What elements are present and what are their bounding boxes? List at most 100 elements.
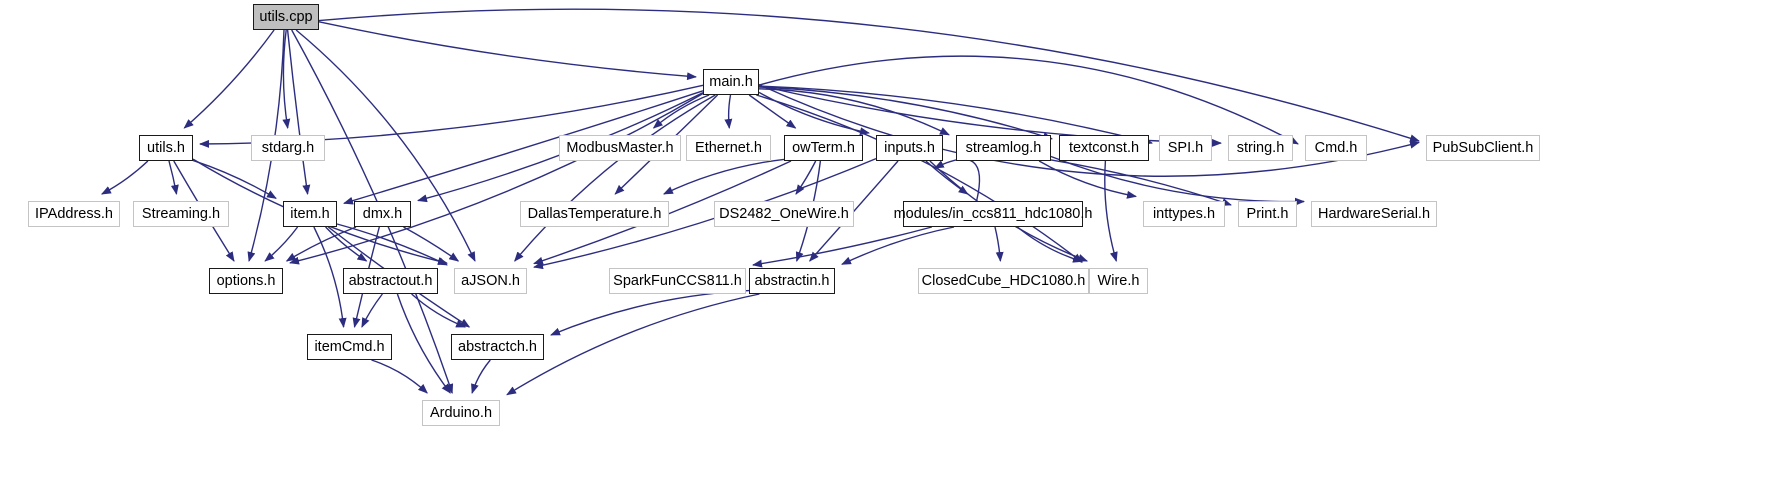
- graph-node-inputs-h[interactable]: inputs.h: [876, 135, 943, 161]
- graph-node-utils-h[interactable]: utils.h: [139, 135, 193, 161]
- graph-node-label: modules/in_ccs811_hdc1080.h: [893, 205, 1093, 222]
- graph-node-label: DallasTemperature.h: [527, 205, 662, 222]
- graph-node-options-h[interactable]: options.h: [209, 268, 283, 294]
- graph-edge-main-h-to-options-h: [289, 92, 704, 265]
- graph-edge-dmx-h-to-options-h: [285, 226, 357, 262]
- graph-node-label: abstractin.h: [754, 272, 830, 289]
- graph-edge-itemCmd-h-to-Arduino-h: [371, 359, 428, 394]
- graph-edge-modules-in-ccs811-hdc1080-h-to-ClosedCube-HDC1080-h: [994, 226, 1004, 262]
- graph-edge-modules-in-ccs811-hdc1080-h-to-inputs-h: [933, 158, 981, 202]
- graph-edge-abstractout-h-to-abstractch-h: [411, 293, 467, 328]
- graph-node-DS2482-OneWire-h[interactable]: DS2482_OneWire.h: [714, 201, 854, 227]
- graph-edge-main-h-to-streamlog-h: [758, 88, 950, 136]
- graph-node-HardwareSerial-h[interactable]: HardwareSerial.h: [1311, 201, 1437, 227]
- graph-node-string-h[interactable]: string.h: [1228, 135, 1293, 161]
- graph-node-modules-in-ccs811-hdc1080-h[interactable]: modules/in_ccs811_hdc1080.h: [894, 201, 1092, 227]
- graph-node-SPI-h[interactable]: SPI.h: [1159, 135, 1212, 161]
- graph-edge-main-h-to-textconst-h: [758, 86, 1053, 140]
- graph-node-label: utils.h: [147, 139, 185, 156]
- graph-edge-utils-cpp-to-aJSON-h: [295, 29, 476, 262]
- graph-node-Ethernet-h[interactable]: Ethernet.h: [686, 135, 771, 161]
- graph-edge-item-h-to-options-h: [264, 226, 299, 262]
- graph-node-label: Ethernet.h: [695, 139, 762, 156]
- graph-edge-main-h-to-PubSubClient-h: [758, 83, 1420, 177]
- graph-edge-streamlog-h-to-inttypes-h: [1038, 160, 1137, 199]
- graph-edge-utils-cpp-to-main-h: [318, 21, 697, 81]
- graph-node-textconst-h[interactable]: textconst.h: [1059, 135, 1149, 161]
- graph-node-ModbusMaster-h[interactable]: ModbusMaster.h: [559, 135, 681, 161]
- graph-edge-item-h-to-itemCmd-h: [313, 226, 347, 328]
- graph-node-label: aJSON.h: [461, 272, 520, 289]
- graph-node-Print-h[interactable]: Print.h: [1238, 201, 1297, 227]
- graph-node-label: string.h: [1236, 139, 1285, 156]
- graph-node-label: itemCmd.h: [314, 338, 385, 355]
- graph-node-label: SparkFunCCS811.h: [613, 272, 742, 289]
- graph-node-SparkFunCCS811-h[interactable]: SparkFunCCS811.h: [609, 268, 746, 294]
- graph-edge-inputs-h-to-aJSON-h: [533, 157, 877, 270]
- graph-node-label: Streaming.h: [141, 205, 221, 222]
- graph-node-aJSON-h[interactable]: aJSON.h: [454, 268, 527, 294]
- graph-edge-modules-in-ccs811-hdc1080-h-to-Wire-h: [1016, 226, 1083, 263]
- graph-node-label: Arduino.h: [429, 404, 493, 421]
- graph-edge-utils-cpp-to-utils-h: [183, 29, 275, 129]
- graph-node-label: main.h: [709, 73, 753, 90]
- graph-node-utils-cpp[interactable]: utils.cpp: [253, 4, 319, 30]
- graph-edge-utils-h-to-Streaming-h: [168, 160, 179, 195]
- graph-node-label: textconst.h: [1068, 139, 1140, 156]
- graph-node-label: owTerm.h: [792, 139, 855, 156]
- graph-node-main-h[interactable]: main.h: [703, 69, 759, 95]
- graph-node-label: SPI.h: [1167, 139, 1204, 156]
- graph-edge-owTerm-h-to-DS2482-OneWire-h: [795, 160, 817, 195]
- graph-edge-abstractout-h-to-itemCmd-h: [361, 293, 383, 328]
- graph-node-label: inputs.h: [884, 139, 935, 156]
- graph-node-PubSubClient-h[interactable]: PubSubClient.h: [1426, 135, 1540, 161]
- graph-node-stdarg-h[interactable]: stdarg.h: [251, 135, 325, 161]
- graph-node-abstractch-h[interactable]: abstractch.h: [451, 334, 544, 360]
- graph-node-item-h[interactable]: item.h: [283, 201, 337, 227]
- graph-node-streamlog-h[interactable]: streamlog.h: [956, 135, 1051, 161]
- graph-edge-utils-h-to-IPAddress-h: [101, 160, 149, 195]
- graph-edge-main-h-to-owTerm-h: [748, 94, 797, 129]
- graph-edge-dmx-h-to-aJSON-h: [403, 226, 460, 262]
- graph-node-label: Wire.h: [1097, 272, 1140, 289]
- graph-edge-textconst-h-to-Wire-h: [1104, 160, 1118, 262]
- graph-node-dmx-h[interactable]: dmx.h: [354, 201, 411, 227]
- graph-node-Streaming-h[interactable]: Streaming.h: [133, 201, 229, 227]
- graph-node-DallasTemperature-h[interactable]: DallasTemperature.h: [520, 201, 669, 227]
- graph-edge-abstractin-h-to-Arduino-h: [506, 293, 760, 396]
- graph-node-label: stdarg.h: [261, 139, 315, 156]
- graph-edge-main-h-to-Ethernet-h: [724, 94, 733, 129]
- graph-node-IPAddress-h[interactable]: IPAddress.h: [28, 201, 120, 227]
- graph-edge-main-h-to-Wire-h: [756, 94, 1083, 263]
- graph-node-owTerm-h[interactable]: owTerm.h: [784, 135, 863, 161]
- graph-node-Wire-h[interactable]: Wire.h: [1089, 268, 1148, 294]
- graph-edge-utils-cpp-to-item-h: [286, 29, 311, 195]
- graph-node-abstractout-h[interactable]: abstractout.h: [343, 268, 438, 294]
- graph-edge-modules-in-ccs811-hdc1080-h-to-SparkFunCCS811-h: [752, 226, 932, 268]
- graph-node-label: ClosedCube_HDC1080.h: [921, 272, 1086, 289]
- graph-node-label: abstractch.h: [458, 338, 537, 355]
- graph-node-label: options.h: [216, 272, 276, 289]
- graph-edge-streamlog-h-to-HardwareSerial-h: [1050, 155, 1305, 206]
- graph-edge-main-h-to-item-h: [343, 90, 704, 205]
- graph-node-Cmd-h[interactable]: Cmd.h: [1305, 135, 1367, 161]
- graph-node-label: inttypes.h: [1152, 205, 1216, 222]
- graph-edge-main-h-to-Cmd-h: [758, 55, 1299, 145]
- graph-node-Arduino-h[interactable]: Arduino.h: [422, 400, 500, 426]
- graph-node-label: abstractout.h: [348, 272, 433, 289]
- graph-edge-main-h-to-inputs-h: [758, 91, 870, 136]
- graph-node-label: IPAddress.h: [35, 205, 113, 222]
- graph-node-ClosedCube-HDC1080-h[interactable]: ClosedCube_HDC1080.h: [918, 268, 1089, 294]
- graph-edge-modules-in-ccs811-hdc1080-h-to-abstractin-h: [841, 226, 955, 265]
- graph-edge-main-h-to-aJSON-h: [514, 94, 716, 262]
- graph-node-inttypes-h[interactable]: inttypes.h: [1143, 201, 1225, 227]
- graph-node-abstractin-h[interactable]: abstractin.h: [749, 268, 835, 294]
- graph-edge-main-h-to-SPI-h: [758, 85, 1153, 145]
- graph-edge-item-h-to-aJSON-h: [336, 223, 448, 266]
- graph-edge-utils-cpp-to-PubSubClient-h: [318, 8, 1420, 143]
- graph-node-label: streamlog.h: [965, 139, 1042, 156]
- graph-node-itemCmd-h[interactable]: itemCmd.h: [307, 334, 392, 360]
- graph-node-label: dmx.h: [362, 205, 403, 222]
